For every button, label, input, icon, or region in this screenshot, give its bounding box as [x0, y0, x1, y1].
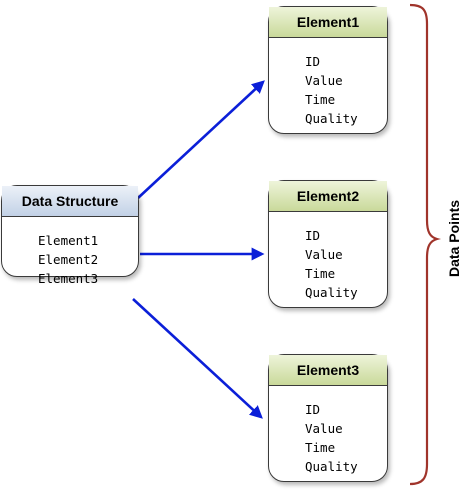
element1-title: Element1 [269, 7, 387, 38]
arrow-to-element1 [137, 80, 265, 199]
element-field: Value [305, 73, 343, 88]
data-structure-title: Data Structure [2, 186, 138, 217]
element2-title: Element2 [269, 181, 387, 212]
data-structure-items: Element1 Element2 Element3 [2, 217, 138, 288]
element-field: Quality [305, 285, 358, 300]
data-structure-item: Element1 [38, 233, 99, 248]
element-field: Quality [305, 111, 358, 126]
curly-brace [409, 3, 441, 486]
element1-box: Element1 ID Value Time Quality [268, 6, 388, 134]
element-field: ID [305, 402, 321, 417]
element3-box: Element3 ID Value Time Quality [268, 354, 388, 482]
element-field: Value [305, 421, 343, 436]
data-structure-item: Element2 [38, 252, 99, 267]
element-field: ID [305, 54, 321, 69]
element-field: Time [305, 440, 336, 455]
element-field: Value [305, 247, 343, 262]
data-points-label: Data Points [446, 199, 462, 277]
element-field: Quality [305, 459, 358, 474]
element-field: Time [305, 266, 336, 281]
element1-fields: ID Value Time Quality [269, 38, 387, 128]
data-structure-box: Data Structure Element1 Element2 Element… [1, 185, 139, 286]
data-structure-item: Element3 [38, 271, 99, 286]
element-field: ID [305, 228, 321, 243]
element-field: Time [305, 92, 336, 107]
element2-fields: ID Value Time Quality [269, 212, 387, 302]
element2-box: Element2 ID Value Time Quality [268, 180, 388, 308]
element3-title: Element3 [269, 355, 387, 386]
element3-fields: ID Value Time Quality [269, 386, 387, 476]
arrow-to-element3 [132, 298, 263, 419]
